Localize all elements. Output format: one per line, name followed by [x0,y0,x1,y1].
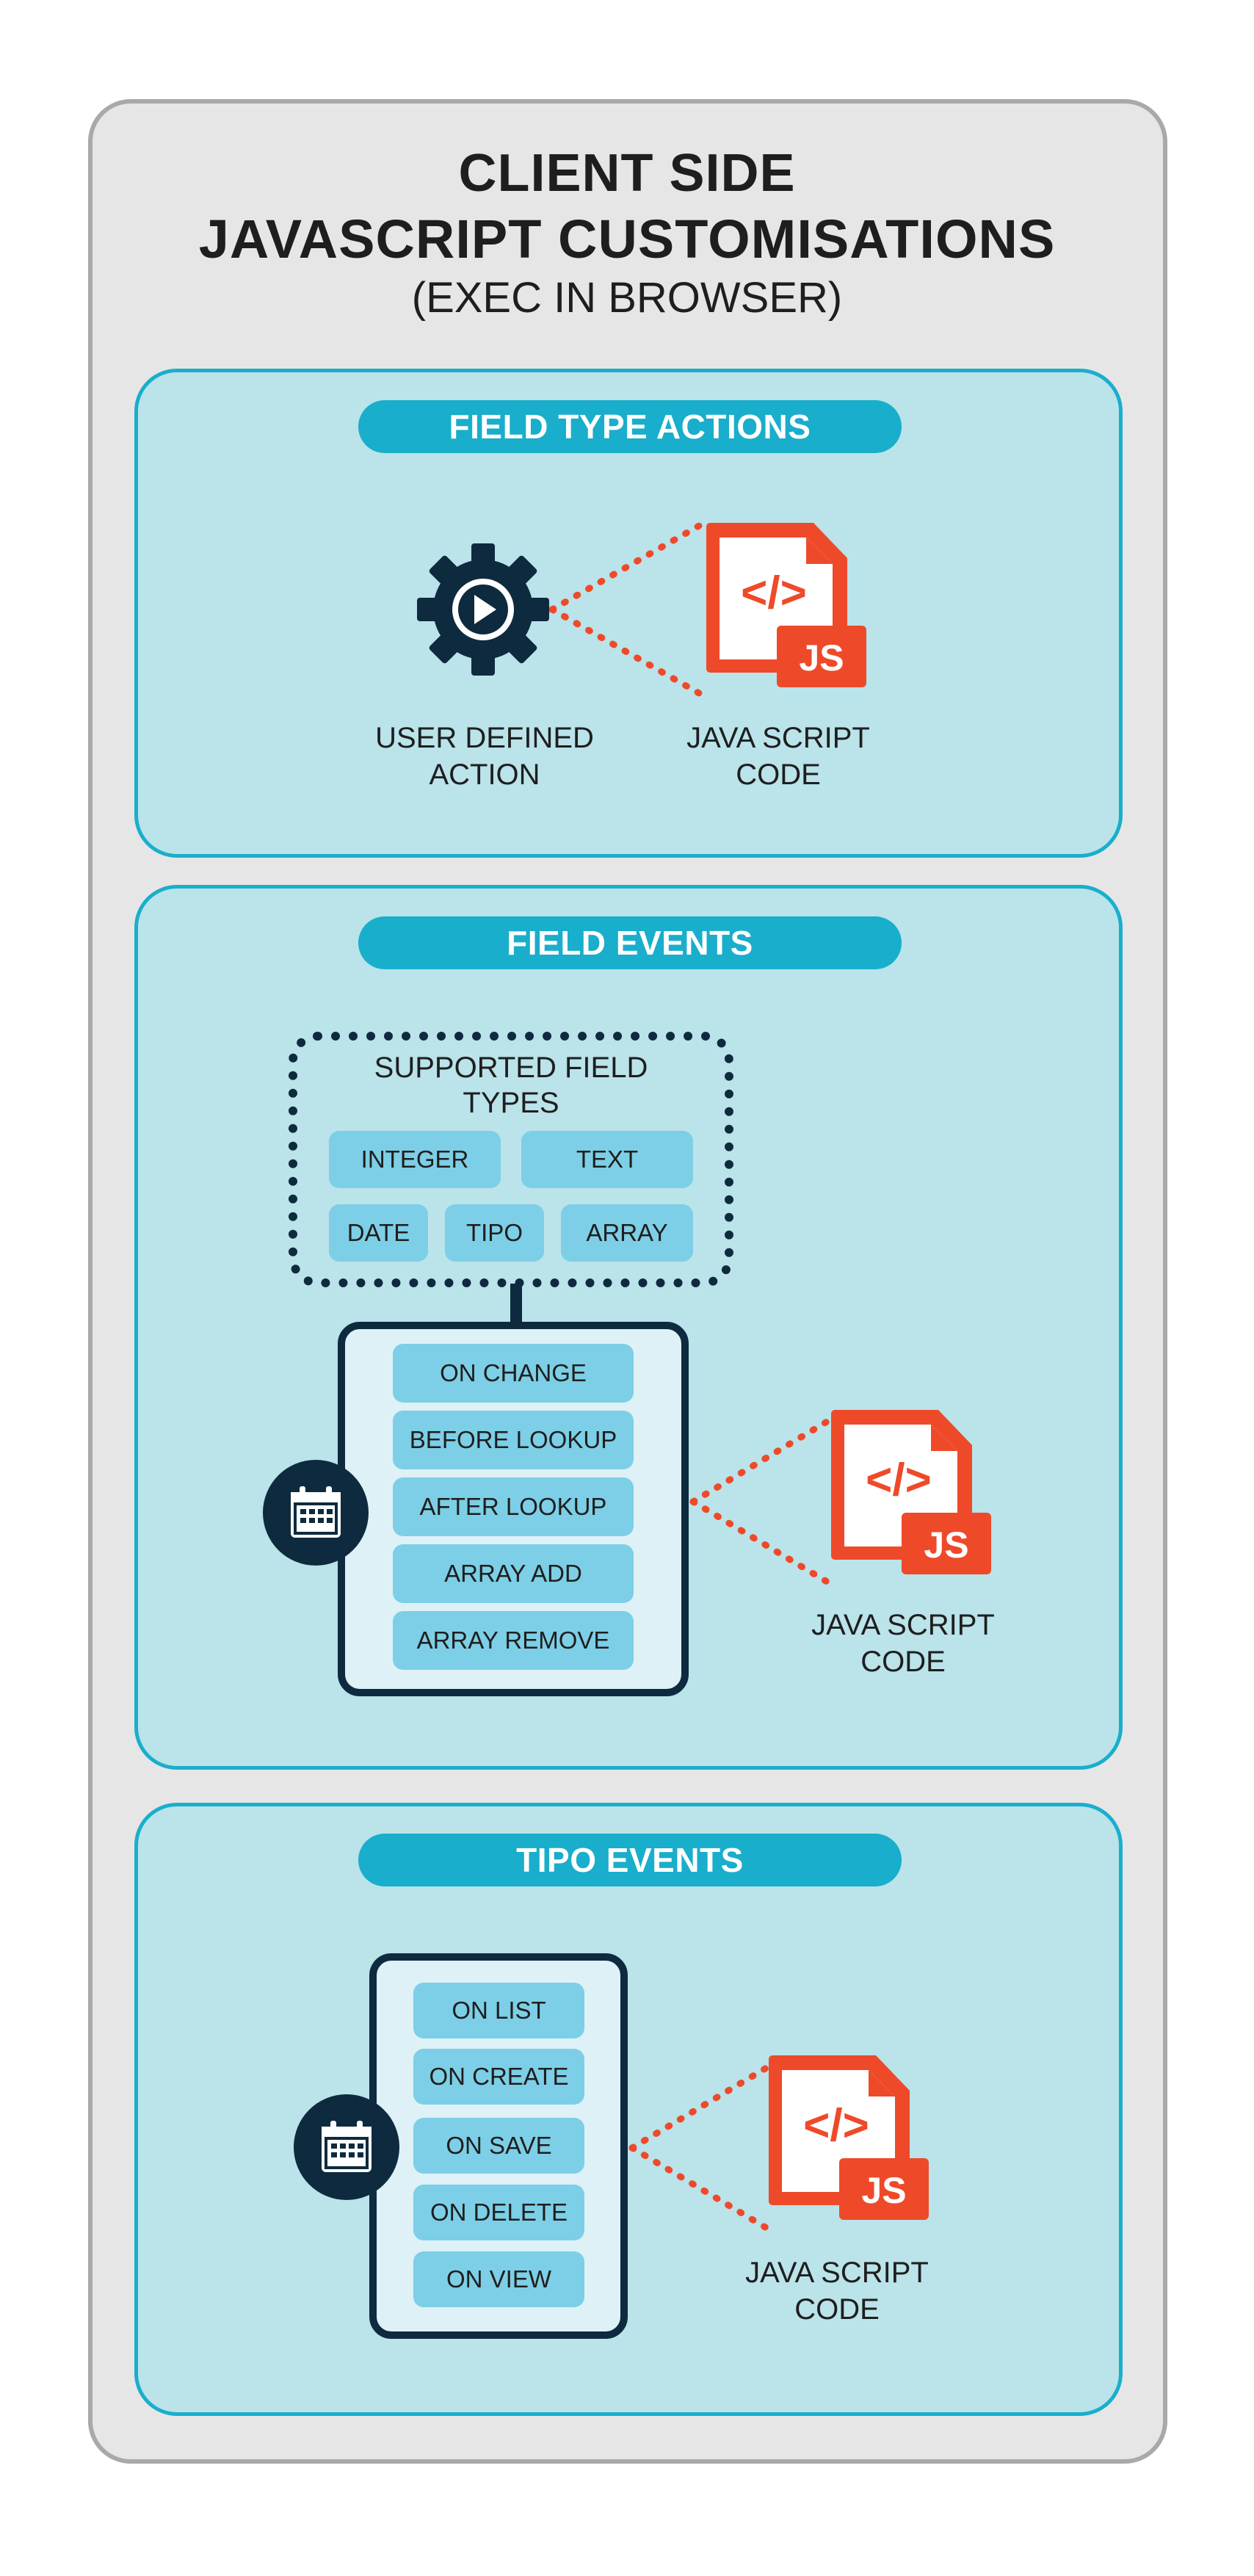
javascript-code-label: JAVA SCRIPT CODE [697,2254,976,2328]
javascript-file-icon [828,1408,993,1599]
javascript-file-icon [766,2054,930,2245]
tipo-event-chip: ON SAVE [413,2118,584,2174]
connector-stem [510,1284,522,1325]
code-label-line-1: JAVA SCRIPT [811,1609,995,1641]
action-label-line-2: ACTION [429,759,540,791]
code-label-line-2: CODE [736,759,821,791]
field-type-chip: TEXT [521,1131,693,1188]
code-label-line-1: JAVA SCRIPT [686,722,870,754]
subtitle: (EXEC IN BROWSER) [411,274,843,322]
tipo-event-chip: ON CREATE [413,2049,584,2105]
connector-dots [549,518,703,701]
field-type-actions-heading: FIELD TYPE ACTIONS [358,400,902,453]
field-event-chip: BEFORE LOOKUP [393,1411,634,1469]
field-type-chip: DATE [329,1204,428,1262]
field-event-chip: ARRAY ADD [393,1544,634,1603]
field-event-chip: ARRAY REMOVE [393,1611,634,1670]
supported-title-line-1: SUPPORTED FIELD [374,1052,648,1084]
supported-field-types-box [289,1032,733,1287]
title-line-2: JAVASCRIPT CUSTOMISATIONS [198,209,1056,269]
code-label-line-1: JAVA SCRIPT [745,2257,929,2289]
javascript-file-icon [703,521,868,712]
connector-dots [689,1414,832,1590]
supported-title-line-2: TYPES [463,1087,559,1119]
field-event-chip: ON CHANGE [393,1344,634,1403]
connector-dots [628,2058,775,2237]
code-label-line-2: CODE [794,2293,880,2326]
javascript-code-label: JAVA SCRIPT CODE [646,720,910,793]
field-event-chip: AFTER LOOKUP [393,1477,634,1536]
tipo-event-chip: ON VIEW [413,2251,584,2307]
calendar-icon [263,1460,369,1566]
gear-play-icon [417,543,549,676]
tipo-events-heading: TIPO EVENTS [358,1834,902,1886]
field-type-chip: ARRAY [561,1204,693,1262]
title-line-1: CLIENT SIDE [458,144,796,203]
field-type-chip: TIPO [445,1204,544,1262]
calendar-icon [294,2094,399,2200]
tipo-event-chip: ON DELETE [413,2185,584,2240]
field-events-heading: FIELD EVENTS [358,916,902,969]
code-label-line-2: CODE [860,1646,946,1678]
tipo-event-chip: ON LIST [413,1983,584,2038]
field-type-chip: INTEGER [329,1131,501,1188]
user-defined-action-label: USER DEFINED ACTION [345,720,624,793]
action-label-line-1: USER DEFINED [375,722,594,754]
tipo-events-panel [134,1803,1123,2416]
javascript-code-label: JAVA SCRIPT CODE [764,1607,1043,1680]
supported-field-types-title: SUPPORTED FIELD TYPES [289,1050,733,1121]
